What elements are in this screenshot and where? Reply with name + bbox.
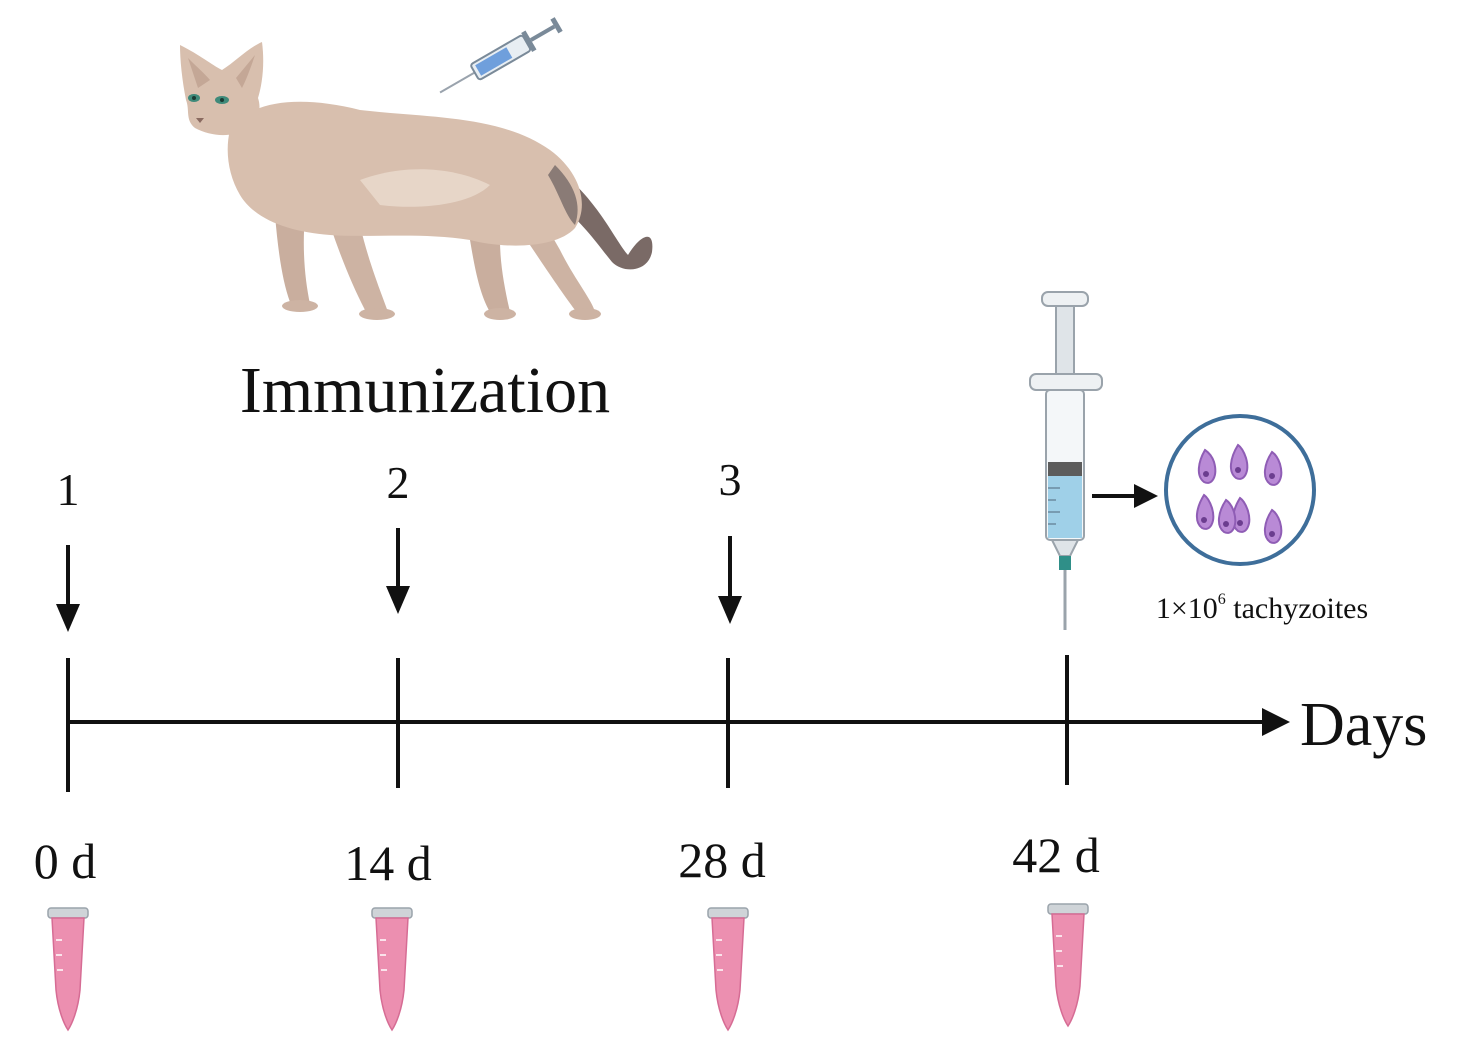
blood-tube-icon bbox=[1047, 903, 1089, 1028]
day-label-42: 42 d bbox=[1012, 827, 1100, 883]
cat-icon bbox=[180, 42, 653, 320]
dose-suffix: tachyzoites bbox=[1226, 592, 1368, 625]
down-arrow-3 bbox=[718, 536, 742, 624]
immunization-number-3: 3 bbox=[719, 454, 742, 505]
immunization-title: Immunization bbox=[240, 354, 610, 427]
immunization-number-1: 1 bbox=[57, 464, 80, 515]
immunization-number-2: 2 bbox=[387, 457, 410, 508]
blood-tube-icon bbox=[707, 907, 749, 1032]
day-label-28: 28 d bbox=[678, 832, 766, 888]
small-syringe-icon bbox=[439, 17, 563, 94]
syringe-icon bbox=[1029, 291, 1103, 630]
timeline-axis bbox=[68, 708, 1290, 736]
down-arrow-1 bbox=[56, 545, 80, 632]
blood-tube-icon bbox=[371, 907, 413, 1032]
dose-prefix: 1×10 bbox=[1156, 592, 1218, 625]
syringe-to-dish-arrow bbox=[1092, 484, 1158, 508]
dose-exponent: 6 bbox=[1218, 591, 1226, 608]
axis-label-days: Days bbox=[1300, 691, 1427, 759]
day-label-0: 0 d bbox=[34, 833, 97, 889]
tachyzoites-dish-icon bbox=[1164, 414, 1316, 566]
blood-tube-icon bbox=[47, 907, 89, 1032]
day-label-14: 14 d bbox=[344, 835, 432, 891]
tachyzoite-dose-label: 1×106 tachyzoites bbox=[1156, 591, 1368, 625]
down-arrow-2 bbox=[386, 528, 410, 614]
